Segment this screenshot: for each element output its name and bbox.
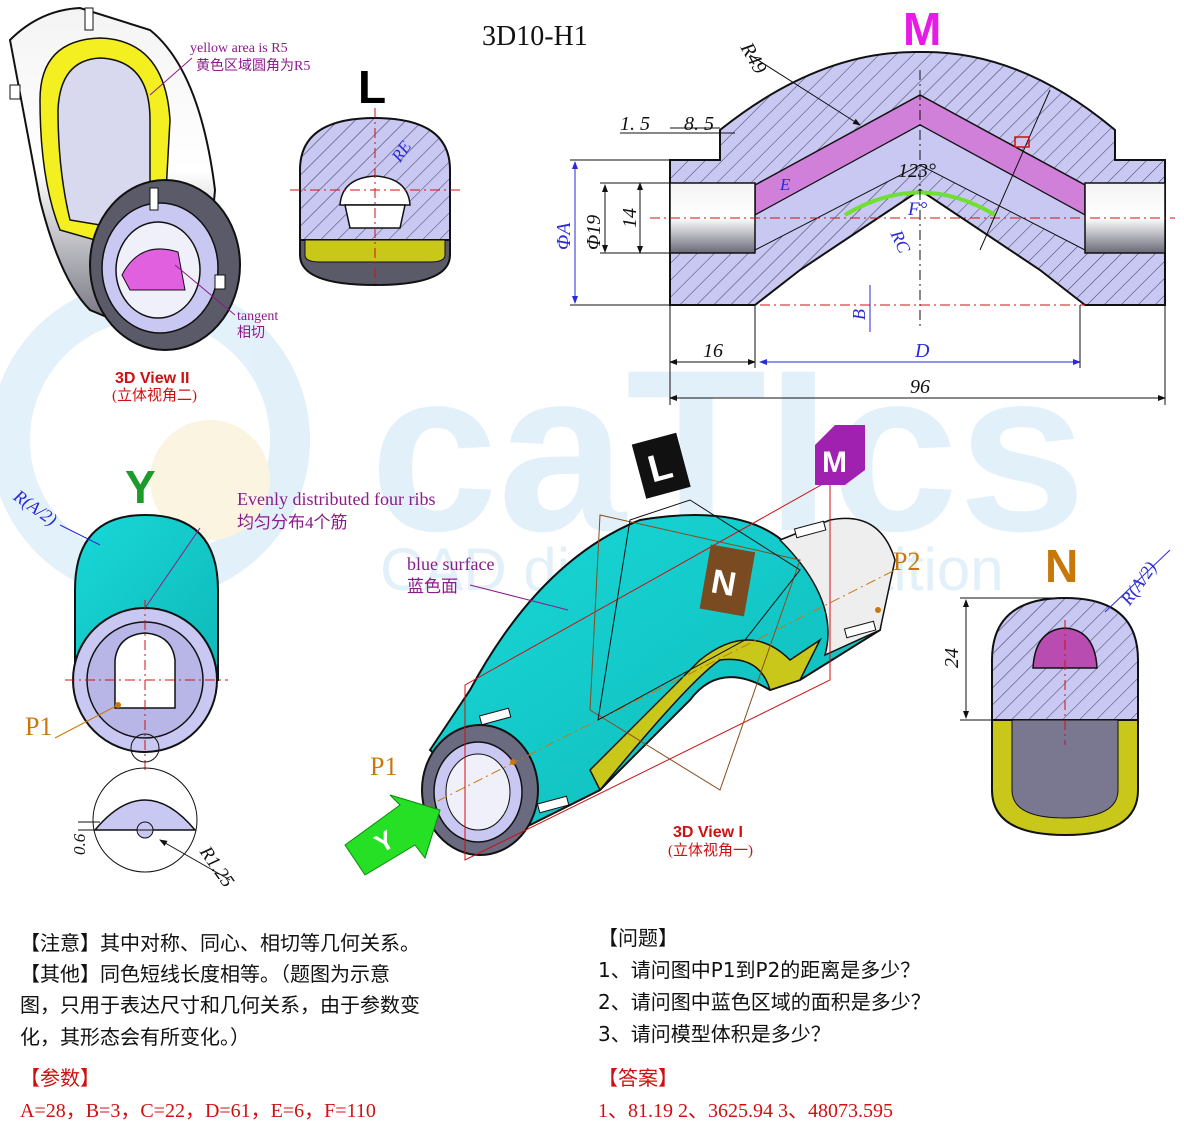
view2-sublabel: (立体视角二) [112, 387, 197, 404]
section-tag-n: N [699, 544, 756, 617]
dim-rc: RC [886, 226, 915, 257]
section-letter-l: L [358, 61, 386, 113]
section-letter-m: M [903, 3, 941, 55]
dim-0-6: 0.6 [70, 833, 89, 855]
question-1: 1、请问图中P1到P2的距离是多少？ [598, 958, 921, 982]
section-tag-m: M [815, 425, 865, 485]
section-n-view [960, 549, 1171, 837]
dim-16: 16 [703, 340, 723, 362]
dim-b: B [849, 309, 869, 320]
section-y-view [54, 513, 231, 881]
ribs-note-en: Evenly distributed four ribs [237, 489, 435, 509]
tangent-note-en: tangent [237, 309, 278, 324]
section-letter-n: N [1045, 540, 1078, 592]
section-letter-y: Y [125, 461, 156, 513]
answers-title: 【答案】 [598, 1066, 678, 1090]
yellow-note-en: yellow area is R5 [190, 41, 288, 56]
params-values: A=28，B=3，C=22，D=61，E=6，F=110 [20, 1100, 376, 1122]
ribs-note-cn: 均匀分布4个筋 [237, 513, 348, 532]
note-line-1: 【注意】其中对称、同心、相切等几何关系。 [20, 931, 420, 955]
view1-model [419, 479, 896, 861]
section-tag-m-letter: M [822, 446, 847, 479]
section-m-view [570, 50, 1175, 405]
dim-e: E [779, 175, 791, 194]
section-tag-l: L [631, 432, 691, 499]
answers-values: 1、81.19 2、3625.94 3、48073.595 [598, 1100, 893, 1122]
dim-24: 24 [941, 648, 963, 668]
dim-96: 96 [910, 376, 930, 398]
y-view-arrow: Y [344, 794, 441, 876]
sheet-title: 3D10-H1 [482, 21, 588, 52]
dim-phi-a: ΦA [553, 222, 575, 250]
note-line-2: 【其他】同色短线长度相等。（题图为示意 [20, 962, 390, 986]
question-3: 3、请问模型体积是多少？ [598, 1022, 831, 1046]
view1-sublabel: (立体视角一) [668, 842, 753, 859]
dim-ra2-n: R(A/2) [1116, 558, 1161, 610]
tangent-note-cn: 相切 [237, 325, 265, 341]
blue-surface-note-cn: 蓝色面 [407, 577, 458, 596]
dim-1-5: 1. 5 [620, 113, 650, 135]
dim-d: D [914, 340, 930, 362]
dim-r49: R49 [735, 38, 771, 78]
section-l-view [290, 108, 460, 287]
note-line-4: 化，其形态会有所变化。） [20, 1025, 250, 1049]
params-title: 【参数】 [20, 1066, 100, 1090]
view2-label: 3D View II [115, 370, 189, 387]
dim-r1-25: R1.25 [195, 842, 239, 892]
p1-label: P1 [370, 752, 397, 781]
p1-label-y: P1 [25, 712, 52, 741]
question-2: 2、请问图中蓝色区域的面积是多少？ [598, 990, 931, 1014]
note-line-3: 图，只用于表达尺寸和几何关系，由于参数变 [20, 993, 420, 1017]
p2-label: P2 [893, 547, 920, 576]
yellow-note-cn: 黄色区域圆角为R5 [196, 57, 310, 74]
questions-title: 【问题】 [598, 926, 678, 950]
view1-label: 3D View I [673, 824, 743, 841]
view2-model [8, 6, 241, 351]
dim-14: 14 [619, 208, 641, 228]
dim-f: F° [907, 199, 928, 220]
dim-phi-19: Φ19 [583, 215, 605, 250]
dim-8-5: 8. 5 [684, 113, 714, 135]
blue-surface-note-en: blue surface [407, 554, 494, 574]
dim-angle-123: 123° [898, 160, 936, 182]
